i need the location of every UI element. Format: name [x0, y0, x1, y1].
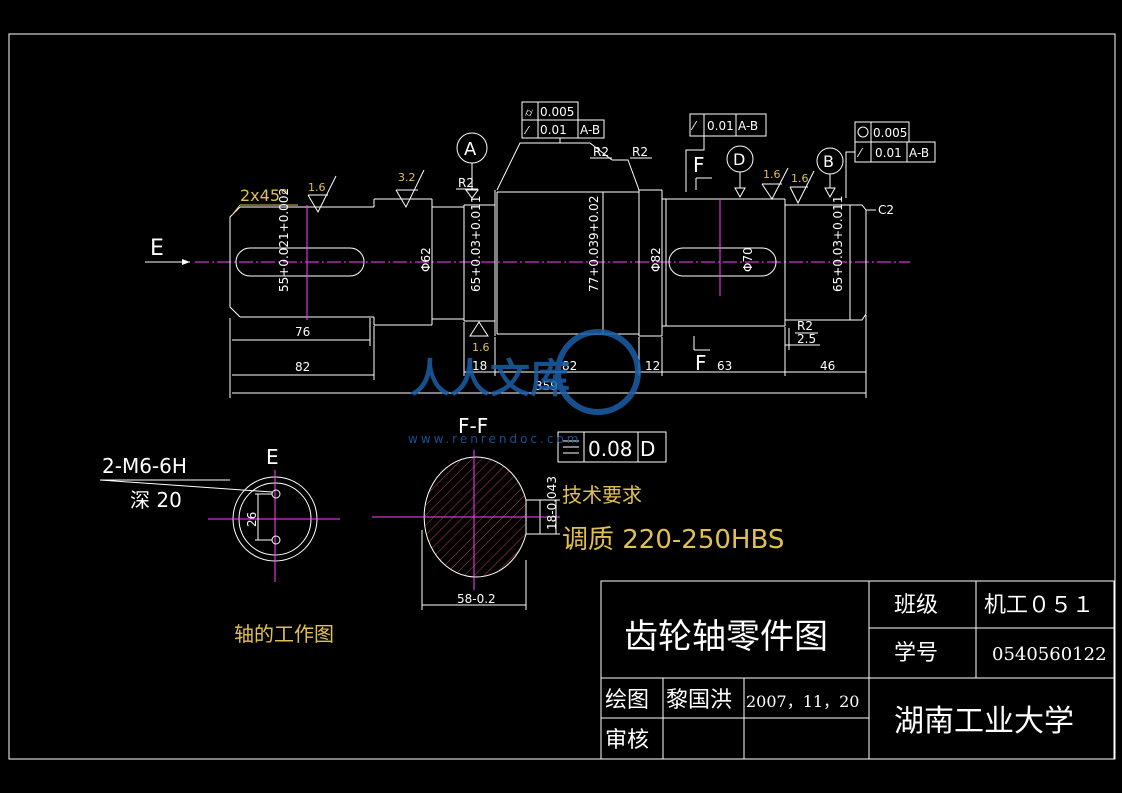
svg-text:0.01: 0.01: [540, 123, 567, 137]
length-label: 82: [562, 359, 577, 373]
roughness-symbol: 3.2: [395, 169, 425, 209]
svg-text:0.08: 0.08: [588, 437, 633, 461]
svg-text:1.6: 1.6: [472, 341, 490, 354]
svg-text:⁄: ⁄: [856, 146, 864, 160]
svg-text:A: A: [464, 139, 477, 160]
length-label: 63: [717, 359, 732, 373]
svg-text:1.6: 1.6: [763, 168, 781, 181]
svg-text:⁄: ⁄: [523, 124, 530, 137]
svg-text:58-0.2: 58-0.2: [457, 592, 496, 606]
length-label: 359: [535, 379, 558, 393]
tolerance-frame-middle: ⁄ 0.01 A-B: [685, 113, 767, 192]
diameter-label: 55+0.021+0.002: [277, 188, 291, 292]
student-id-label: 学号: [894, 641, 938, 666]
drawing-title: 齿轮轴零件图: [624, 617, 828, 657]
drawing-date: 2007，11，20: [746, 692, 859, 711]
roughness-symbol: 1.6: [789, 170, 815, 205]
school-name: 湖南工业大学: [894, 704, 1074, 739]
roughness-symbol: 1.6: [761, 167, 789, 200]
svg-text:1.6: 1.6: [308, 181, 326, 194]
diameter-label: 77+0.039+0.02: [587, 196, 601, 292]
length-label: 2.5: [797, 332, 816, 346]
end-view-label: E: [266, 445, 279, 469]
svg-text:18-0.043: 18-0.043: [545, 476, 559, 530]
checked-label: 审核: [605, 728, 649, 753]
section-mark-top: F: [693, 153, 712, 190]
length-label: 76: [295, 325, 310, 339]
thread-spec: 2-M6-6H: [102, 454, 187, 478]
datum-b: B: [816, 147, 844, 199]
svg-text:0.01: 0.01: [875, 146, 902, 160]
diameter-label: 65+0.03+0.011: [831, 196, 845, 292]
svg-text:26: 26: [245, 512, 259, 527]
svg-text:A-B: A-B: [909, 146, 929, 160]
svg-text:⁄: ⁄: [690, 119, 698, 133]
svg-text:3.2: 3.2: [398, 171, 416, 184]
datum-d: D: [726, 145, 754, 199]
chamfer-right-label: C2: [878, 203, 894, 217]
fillet-label: R2: [797, 319, 813, 333]
length-label: 12: [645, 359, 660, 373]
datum-a: A: [456, 132, 488, 199]
diameter-label: Φ70: [741, 247, 755, 272]
diameter-label: Φ62: [419, 247, 433, 272]
svg-text:F: F: [693, 153, 705, 177]
section-mark-bottom: F: [693, 336, 710, 375]
end-view: 26 E 2-M6-6H 深 20: [99, 445, 340, 582]
roughness-symbol: 1.6: [469, 321, 490, 354]
depth-spec: 深 20: [130, 488, 182, 512]
symmetry-tolerance-frame: 0.08 D: [557, 431, 667, 463]
roughness-symbol: 1.6: [307, 175, 337, 214]
svg-text:0.01: 0.01: [707, 119, 734, 133]
fillet-label: R2: [632, 145, 648, 159]
sheet-border: [8, 33, 1116, 760]
svg-text:D: D: [733, 150, 745, 169]
svg-text:A-B: A-B: [580, 123, 600, 137]
shaft-main-view: E 2x45° C2 1.6 3.2 1.6 1.6: [145, 101, 936, 398]
watermark: 人人文库 www.renrendoc.com: [408, 329, 641, 446]
student-id-value: 0540560122: [992, 644, 1107, 665]
title-block: 齿轮轴零件图 班级 机工０５１ 学号 0540560122 绘图 黎国洪 200…: [600, 580, 1115, 760]
fillet-label: R2: [593, 145, 609, 159]
fillet-label: R2: [458, 176, 474, 190]
tech-notes-line: 调质 220-250HBS: [562, 525, 784, 555]
section-title: F-F: [458, 414, 488, 438]
diameter-label: 65+0.03+0.011: [469, 196, 483, 292]
drawing-caption: 轴的工作图: [234, 622, 334, 646]
svg-text:0.005: 0.005: [873, 126, 907, 140]
diameter-label: Φ82: [649, 247, 663, 272]
chamfer-left-label: 2x45°: [240, 186, 288, 205]
svg-text:D: D: [640, 437, 655, 461]
drawn-label: 绘图: [605, 688, 649, 713]
tolerance-frame-right: ⁄ 0.005 0.01 A-B: [845, 121, 936, 198]
svg-text:F: F: [695, 351, 707, 375]
tolerance-frame-left: ⌭ ⁄ 0.005 0.01 A-B: [521, 101, 605, 143]
svg-text:0.005: 0.005: [540, 105, 574, 119]
svg-text:⌭: ⌭: [525, 106, 533, 119]
svg-text:A-B: A-B: [738, 119, 758, 133]
length-label: 82: [295, 360, 310, 374]
svg-text:1.6: 1.6: [791, 172, 809, 185]
class-value: 机工０５１: [984, 593, 1094, 618]
length-label: 18: [472, 359, 487, 373]
view-arrow-label: E: [150, 236, 164, 261]
watermark-logo: 人人文库: [410, 356, 570, 402]
length-label: 46: [820, 359, 835, 373]
drawn-name: 黎国洪: [666, 688, 732, 713]
class-label: 班级: [894, 593, 938, 618]
svg-text:B: B: [823, 152, 834, 171]
section-view: F-F 18-0.043 58-0.2 0.08 D: [372, 414, 667, 610]
watermark-url: www.renrendoc.com: [408, 432, 581, 446]
tech-notes-heading: 技术要求: [562, 483, 642, 507]
